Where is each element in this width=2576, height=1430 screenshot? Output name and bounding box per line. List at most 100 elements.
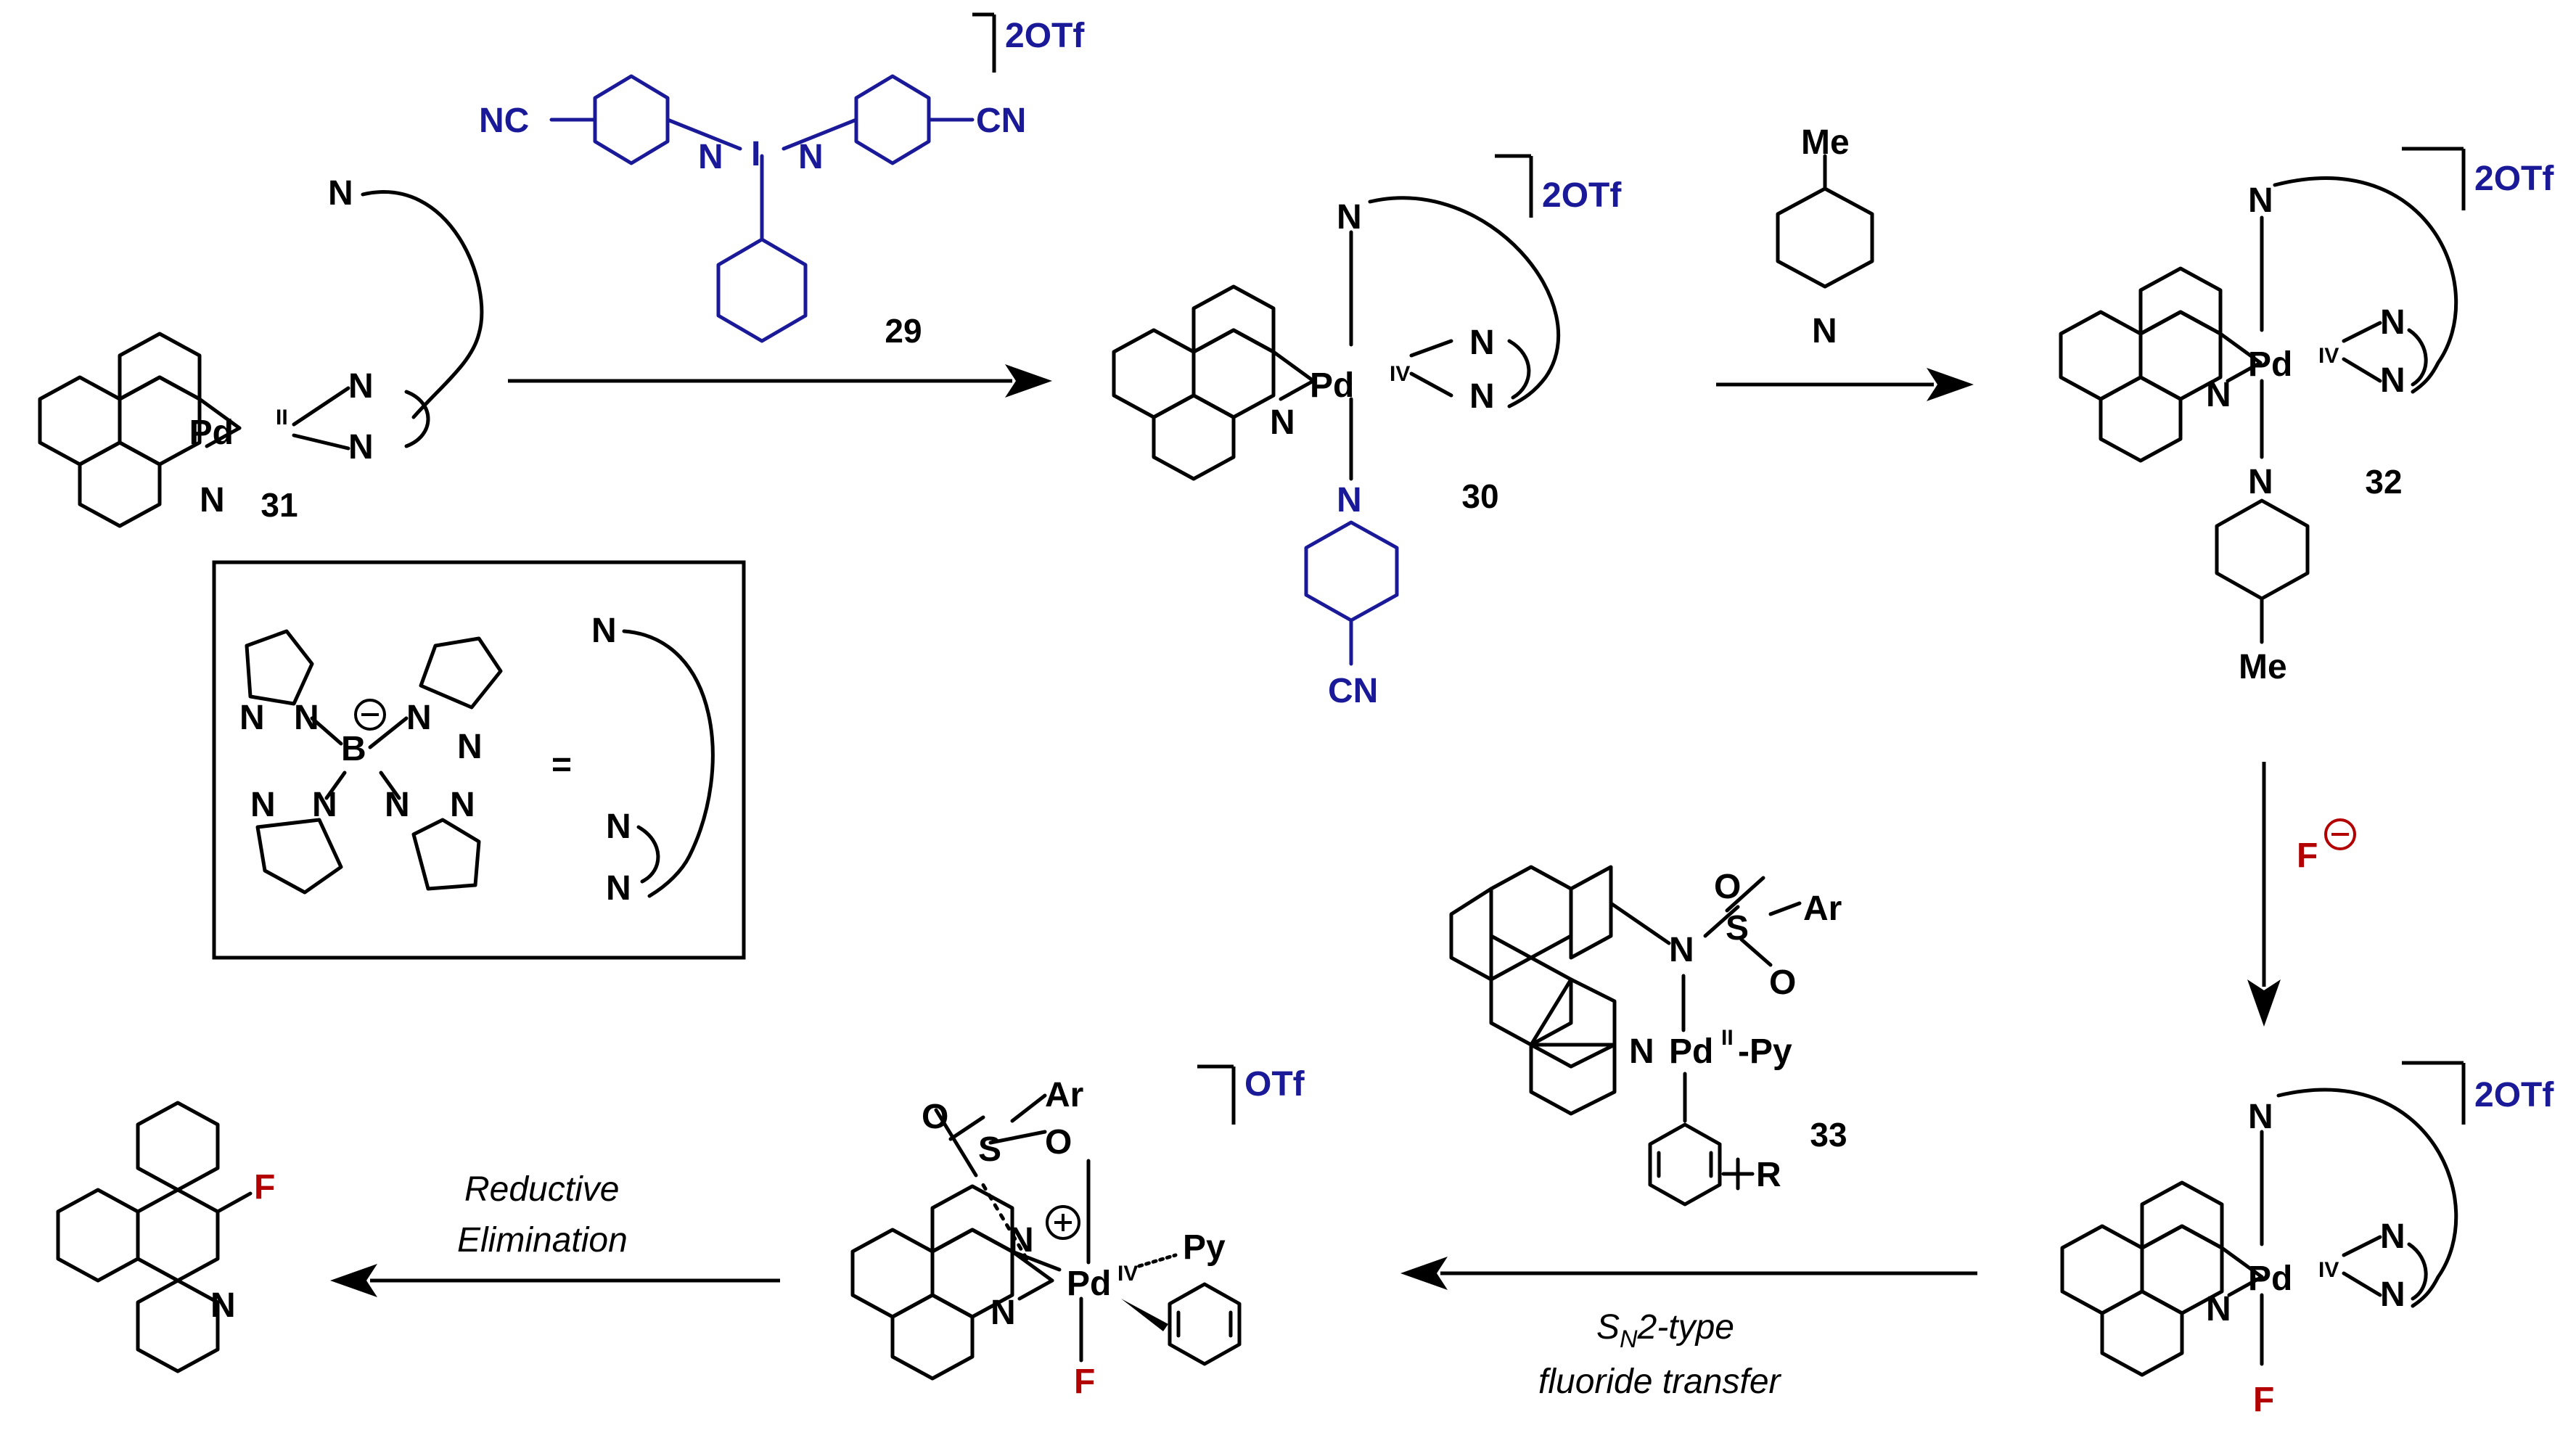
n-label: N bbox=[348, 367, 374, 406]
methyl-label: Me bbox=[1801, 123, 1850, 162]
n-label: N bbox=[2380, 361, 2405, 400]
reductive-label: Reductive bbox=[464, 1170, 619, 1209]
elimination-label: Elimination bbox=[457, 1221, 628, 1260]
counterion-label: 2OTf bbox=[2474, 1076, 2554, 1114]
methyl-label: Me bbox=[2239, 648, 2287, 686]
n-label: N bbox=[2380, 1217, 2405, 1256]
n-label: N bbox=[698, 138, 723, 176]
n-label: N bbox=[606, 869, 631, 908]
pd-symbol: Pd bbox=[1067, 1265, 1111, 1303]
fluoride-arrow: F bbox=[2247, 762, 2356, 1027]
n-label: N bbox=[385, 786, 410, 824]
aryl-label: Ar bbox=[1045, 1076, 1083, 1114]
compound-cationic-pd-iv: N O S O Ar Pd IV N Py F OTf bbox=[853, 1064, 1305, 1401]
n-label: N bbox=[1270, 403, 1295, 442]
reaction-arrow: SN2-type fluoride transfer bbox=[1400, 1257, 1977, 1401]
pd-oxidation: II bbox=[1721, 1026, 1734, 1050]
n-label: N bbox=[312, 786, 337, 824]
pd-oxidation: IV bbox=[1117, 1262, 1138, 1286]
n-label: N bbox=[1337, 198, 1362, 237]
n-label: N bbox=[406, 699, 432, 737]
sulfur-label: S bbox=[978, 1130, 1001, 1169]
n-label: N bbox=[591, 612, 617, 650]
compound-number: 32 bbox=[2365, 463, 2402, 501]
n-label: N bbox=[1337, 481, 1362, 519]
n-label: N bbox=[1629, 1032, 1654, 1071]
ligand-legend-box: B N N N N N N N N = N N N bbox=[212, 560, 746, 960]
pd-oxidation: IV bbox=[2318, 344, 2339, 368]
n-label: N bbox=[2248, 463, 2273, 501]
pd-oxidation: IV bbox=[1390, 362, 1410, 386]
n-label: N bbox=[210, 1286, 236, 1325]
compound-number: 30 bbox=[1461, 477, 1498, 515]
oxygen-label: O bbox=[1045, 1123, 1072, 1162]
r-group-label: R bbox=[1756, 1156, 1781, 1194]
compound-32: Pd IV N N N N N Me 2OTf 32 bbox=[2061, 147, 2554, 686]
n-label: N bbox=[1469, 377, 1495, 416]
fluoride-label: F bbox=[2253, 1381, 2274, 1419]
reagent-picoline: Me N bbox=[1776, 123, 1874, 350]
compound-number: 29 bbox=[885, 312, 922, 350]
counterion-label: 2OTf bbox=[1005, 17, 1085, 55]
counterion-label: OTf bbox=[1244, 1065, 1305, 1104]
pd-symbol: Pd bbox=[2248, 1260, 2292, 1298]
reaction-arrow bbox=[1716, 368, 1974, 401]
counterion-label: 2OTf bbox=[1542, 176, 1622, 215]
n-label: N bbox=[1469, 324, 1495, 362]
pd-symbol: Pd bbox=[2248, 345, 2292, 384]
n-label: N bbox=[328, 174, 353, 213]
reagent-29: NC CN I N N 2OTf 29 bbox=[479, 12, 1085, 350]
pd-symbol: Pd bbox=[1669, 1032, 1713, 1071]
n-label: N bbox=[2206, 376, 2231, 414]
sulfur-label: S bbox=[1726, 909, 1749, 948]
counterion-label: 2OTf bbox=[2474, 160, 2554, 198]
pyridine-ligand-label: -Py bbox=[1738, 1032, 1792, 1071]
compound-31: Pd II N N N N 31 bbox=[40, 174, 484, 526]
reaction-arrow: Reductive Elimination bbox=[330, 1170, 780, 1297]
fluorine-label: F bbox=[254, 1168, 275, 1207]
fluoride-label: F bbox=[1074, 1363, 1095, 1401]
aryl-label: Ar bbox=[1803, 889, 1842, 928]
compound-30: Pd IV N N N N N CN 2OTf 30 bbox=[1114, 154, 1622, 710]
product-fluorobenzoquinoline: F N bbox=[56, 1101, 275, 1373]
n-label: N bbox=[990, 1294, 1016, 1332]
compound-pd-fluoride: Pd IV N N N N F 2OTf bbox=[2062, 1061, 2554, 1419]
pyridine-ligand-label: Py bbox=[1183, 1228, 1226, 1267]
pd-oxidation: II bbox=[276, 406, 288, 430]
equals-sign: = bbox=[551, 746, 572, 784]
reaction-arrow bbox=[508, 364, 1052, 398]
n-label: N bbox=[798, 138, 824, 176]
n-label: N bbox=[1812, 312, 1837, 350]
sn2-label: SN2-type bbox=[1596, 1308, 1734, 1353]
cn-label: CN bbox=[1328, 672, 1378, 710]
n-label: N bbox=[450, 786, 475, 824]
n-label: N bbox=[2248, 181, 2273, 220]
pd-oxidation: IV bbox=[2318, 1258, 2339, 1282]
oxygen-label: O bbox=[1769, 963, 1796, 1002]
n-label: N bbox=[294, 699, 319, 737]
n-label: N bbox=[1009, 1221, 1034, 1260]
cn-label: CN bbox=[976, 102, 1026, 140]
n-label: N bbox=[2380, 1275, 2405, 1314]
oxygen-label: O bbox=[922, 1098, 948, 1136]
pd-symbol: Pd bbox=[189, 414, 234, 452]
oxygen-label: O bbox=[1714, 868, 1741, 906]
compound-number: 33 bbox=[1810, 1116, 1847, 1154]
n-label: N bbox=[2206, 1290, 2231, 1328]
boron-label: B bbox=[341, 730, 366, 768]
n-label: N bbox=[1669, 931, 1694, 969]
compound-33: N S O O Ar N Pd II -Py R 33 bbox=[1449, 865, 1847, 1204]
n-label: N bbox=[239, 699, 265, 737]
pd-symbol: Pd bbox=[1310, 366, 1354, 405]
n-label: N bbox=[2380, 303, 2405, 342]
iodine-label: I bbox=[751, 135, 760, 173]
n-label: N bbox=[348, 428, 374, 467]
n-label: N bbox=[457, 728, 483, 766]
n-label: N bbox=[250, 786, 276, 824]
n-label: N bbox=[606, 808, 631, 846]
compound-number: 31 bbox=[261, 486, 298, 524]
n-label: N bbox=[200, 481, 225, 519]
nc-label: NC bbox=[479, 102, 529, 140]
fluoride-label: F bbox=[2297, 837, 2318, 875]
